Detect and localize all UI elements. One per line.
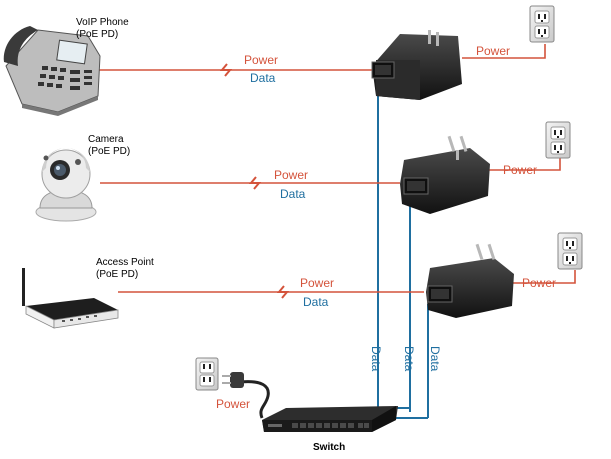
wall-outlet-icon <box>195 5 583 391</box>
voip-phone-icon <box>3 26 101 116</box>
camera-role-label: (PoE PD) <box>88 146 131 157</box>
phone-role-label: (PoE PD) <box>76 29 119 40</box>
row1-data-label: Data <box>250 71 276 85</box>
row3-outlet-power-label: Power <box>522 276 557 290</box>
access-point-name-label: Access Point <box>96 257 154 268</box>
wireless-router-icon <box>22 268 119 329</box>
power-cables <box>98 44 576 293</box>
row2-power-label: Power <box>274 168 309 182</box>
poe-injector-icon <box>371 30 514 318</box>
row1-power-label: Power <box>244 53 279 67</box>
dome-camera-icon <box>35 148 97 222</box>
row3-data-label: Data <box>303 295 329 309</box>
switch-label: Switch <box>313 442 346 453</box>
power-break-marks <box>219 63 290 299</box>
power-plug-icon <box>222 372 270 419</box>
camera-name-label: Camera <box>88 134 124 145</box>
row1-outlet-power-label: Power <box>476 44 511 58</box>
uplink-3-data-label: Data <box>428 346 442 372</box>
network-switch-icon <box>262 406 398 432</box>
uplink-2-data-label: Data <box>402 346 416 372</box>
access-point-role-label: (PoE PD) <box>96 269 139 280</box>
phone-name-label: VoIP Phone <box>76 17 129 28</box>
row3-power-label: Power <box>300 276 335 290</box>
uplink-1-data-label: Data <box>369 346 383 372</box>
row2-outlet-power-label: Power <box>503 163 538 177</box>
row2-data-label: Data <box>280 187 306 201</box>
data-cables <box>377 87 429 419</box>
switch-power-label: Power <box>216 397 251 411</box>
